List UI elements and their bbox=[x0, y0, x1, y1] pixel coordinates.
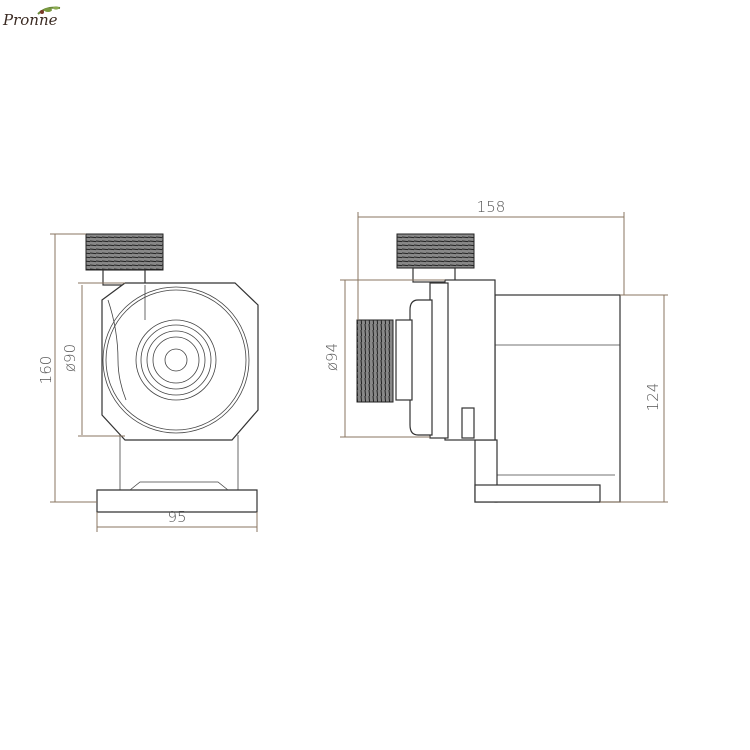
height-160-label: 160 bbox=[37, 356, 55, 385]
shaft-hole bbox=[164, 348, 188, 372]
logo-text: Pronne bbox=[2, 11, 58, 29]
front-view bbox=[85, 233, 259, 513]
height-124-label: 124 bbox=[644, 383, 662, 412]
inlet-thread bbox=[356, 319, 394, 403]
pump-housing bbox=[101, 282, 259, 441]
impeller-cover bbox=[135, 319, 217, 401]
outlet-thread bbox=[85, 233, 164, 271]
front-dimensions: 160 ø90 95 bbox=[37, 233, 258, 532]
length-158-label: 158 bbox=[477, 198, 506, 216]
side-view bbox=[356, 233, 621, 503]
width-95-label: 95 bbox=[167, 508, 186, 526]
diameter-90-label: ø90 bbox=[61, 344, 79, 372]
outlet-thread-side bbox=[396, 233, 475, 269]
motor-body bbox=[494, 294, 621, 503]
volute-housing bbox=[409, 299, 433, 436]
side-dimensions: 158 ø94 124 bbox=[323, 198, 668, 503]
diameter-94-label: ø94 bbox=[323, 343, 341, 371]
brand-logo: Pronne bbox=[2, 6, 61, 29]
